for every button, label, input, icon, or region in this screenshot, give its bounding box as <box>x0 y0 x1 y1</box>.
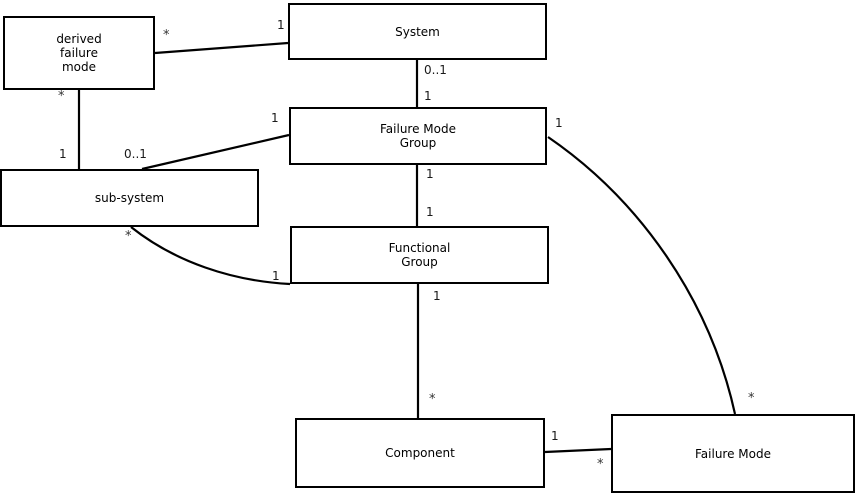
class-box-derived-failure-mode[interactable]: derived failure mode <box>3 16 155 90</box>
multiplicity-label-component-to-failure-mode: 1 <box>551 429 559 443</box>
multiplicity-label-fmg-from-sub-system: 1 <box>271 111 279 125</box>
multiplicity-label-system-from-dfm: 1 <box>277 18 285 32</box>
multiplicity-label-functional-group-from-sub-system: 1 <box>272 269 280 283</box>
class-name-sub-system: sub-system <box>94 191 165 205</box>
multiplicity-label-dfm-to-system: * <box>163 28 170 43</box>
multiplicity-label-system-to-fmg: 0..1 <box>424 63 447 77</box>
multiplicity-label-fmg-from-system: 1 <box>424 89 432 103</box>
class-name-derived-failure-mode: derived failure mode <box>56 32 102 74</box>
multiplicity-label-functional-group-to-component: 1 <box>433 289 441 303</box>
class-box-functional-group[interactable]: Functional Group <box>290 226 549 284</box>
class-name-system: System <box>395 24 440 39</box>
multiplicity-label-failure-mode-from-fmg: * <box>748 391 755 406</box>
association-line-failure-mode-group-failure-mode <box>547 136 737 415</box>
association-line-component-failure-mode <box>544 447 612 454</box>
multiplicity-label-sub-system-to-functional-group: * <box>125 229 132 244</box>
class-name-functional-group: Functional Group <box>388 241 451 269</box>
class-name-failure-mode: Failure Mode <box>695 446 771 461</box>
multiplicity-label-dfm-to-sub-system: * <box>58 89 65 104</box>
association-line-sub-system-functional-group <box>130 226 291 286</box>
class-box-failure-mode-group[interactable]: Failure Mode Group <box>289 107 547 165</box>
association-line-derived-failure-mode-system <box>154 41 289 55</box>
multiplicity-label-functional-group-from-fmg: 1 <box>426 205 434 219</box>
multiplicity-label-fmg-to-functional-group: 1 <box>426 167 434 181</box>
class-name-failure-mode-group: Failure Mode Group <box>380 122 456 150</box>
class-box-component[interactable]: Component <box>295 418 545 488</box>
multiplicity-label-component-from-functional-group: * <box>429 392 436 407</box>
class-box-failure-mode[interactable]: Failure Mode <box>611 414 855 493</box>
multiplicity-label-fmg-to-failure-mode: 1 <box>555 116 563 130</box>
association-line-sub-system-failure-mode-group <box>141 133 290 171</box>
multiplicity-label-sub-system-from-dfm: 1 <box>59 147 67 161</box>
class-box-system[interactable]: System <box>288 3 547 60</box>
class-name-component: Component <box>385 446 455 460</box>
multiplicity-label-failure-mode-from-component: * <box>597 457 604 472</box>
multiplicity-label-sub-system-to-fmg: 0..1 <box>124 147 147 161</box>
class-box-sub-system[interactable]: sub-system <box>0 169 259 227</box>
